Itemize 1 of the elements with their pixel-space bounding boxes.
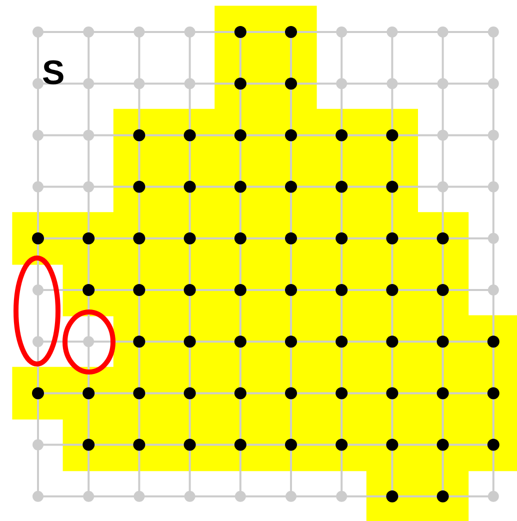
grid-label: S	[42, 56, 65, 90]
